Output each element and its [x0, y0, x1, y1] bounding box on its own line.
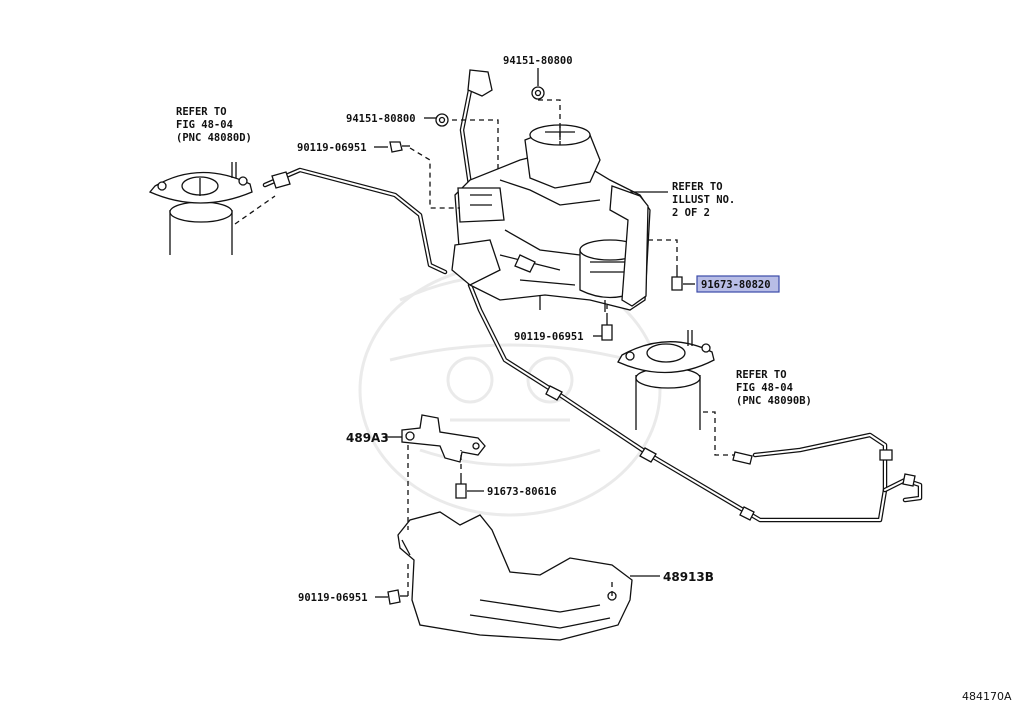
bolt-icon: [601, 318, 613, 341]
bolts: [387, 86, 683, 605]
air-pipes: [262, 167, 923, 523]
part-label-48913B[interactable]: 48913B: [663, 570, 714, 584]
ref-right-mount-line1: REFER TO: [736, 369, 787, 381]
bolt-icon: [387, 589, 408, 605]
ref-left-mount-line2: FIG 48-04: [176, 119, 233, 131]
bolt-icon: [435, 113, 449, 127]
leader-lines: [374, 68, 695, 598]
part-label-90119-06951-bottom[interactable]: 90119-06951: [298, 592, 368, 604]
ref-illust-line3: 2 OF 2: [672, 207, 710, 219]
ref-illust-line1: REFER TO: [672, 181, 723, 193]
bolt-icon: [531, 86, 545, 100]
right-strut-mount: [617, 330, 715, 430]
part-label-489A3[interactable]: 489A3: [346, 431, 389, 445]
part-label-91673-80820[interactable]: 91673-80820: [701, 279, 771, 291]
part-label-94151-80800-top[interactable]: 94151-80800: [503, 55, 573, 67]
bolt-icon: [671, 270, 683, 291]
guide-lines: [234, 99, 735, 596]
ref-right-mount-line2: FIG 48-04: [736, 382, 793, 394]
ref-right-mount-line3: (PNC 48090B): [736, 395, 812, 407]
left-strut-mount: [148, 162, 253, 255]
diagram-id: 484170A: [962, 690, 1012, 703]
cover-48913B: [397, 511, 633, 641]
compressor-assembly: [451, 69, 651, 312]
highlight-box: [696, 275, 780, 293]
bolt-icon: [455, 478, 467, 499]
part-label-94151-80800-left[interactable]: 94151-80800: [346, 113, 416, 125]
part-label-90119-06951-center[interactable]: 90119-06951: [514, 331, 584, 343]
part-label-90119-06951-left[interactable]: 90119-06951: [297, 142, 367, 154]
bolt-icon: [389, 141, 410, 153]
bracket-489A3: [401, 414, 486, 463]
ref-illust-line2: ILLUST NO.: [672, 194, 735, 206]
ref-left-mount-line1: REFER TO: [176, 106, 227, 118]
ref-left-mount-line3: (PNC 48080D): [176, 132, 252, 144]
part-label-91673-80616[interactable]: 91673-80616: [487, 486, 557, 498]
